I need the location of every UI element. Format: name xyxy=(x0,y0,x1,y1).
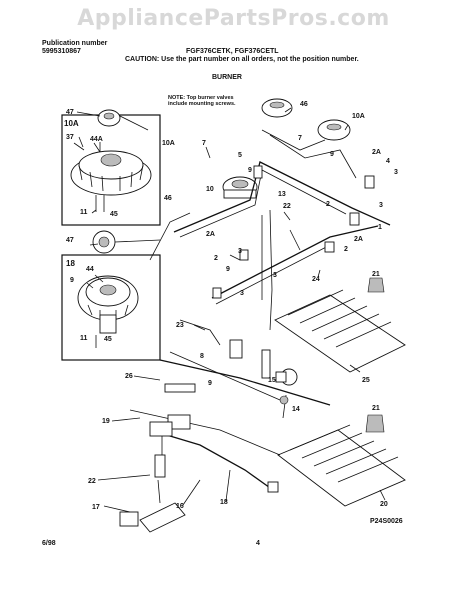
callout-46a: 46 xyxy=(164,195,172,202)
callout-24: 24 xyxy=(312,276,320,283)
callout-3d: 3 xyxy=(394,169,398,176)
callout-15: 15 xyxy=(268,377,276,384)
callout-37: 37 xyxy=(66,134,74,141)
callout-21b: 21 xyxy=(372,405,380,412)
callout-2a-c: 2A xyxy=(354,236,363,243)
model-numbers: FGF376CETK, FGF376CETL xyxy=(186,48,279,55)
thermostat-valve xyxy=(261,349,298,419)
callout-3c: 3 xyxy=(273,272,277,279)
callout-2a-a: 2A xyxy=(206,231,215,238)
diagram-code: P24S0026 xyxy=(370,518,403,525)
top-burner-left xyxy=(222,176,258,199)
grate-upper xyxy=(274,277,406,373)
footer-page: 4 xyxy=(256,540,260,547)
callout-1: 1 xyxy=(378,224,382,231)
callout-2a-b: 2A xyxy=(372,149,381,156)
grate-lower xyxy=(277,414,406,507)
callout-47a: 47 xyxy=(66,109,74,116)
callout-19: 19 xyxy=(102,418,110,425)
callout-44a: 44A xyxy=(90,136,103,143)
callout-21a: 21 xyxy=(372,271,380,278)
callout-45a: 45 xyxy=(110,211,118,218)
callout-9d: 9 xyxy=(330,151,334,158)
callout-22a: 22 xyxy=(283,203,291,210)
callout-9e: 9 xyxy=(208,380,212,387)
note-line-1: NOTE: Top burner valves xyxy=(168,95,234,101)
watermark: AppliancePartsPros.com xyxy=(77,6,390,31)
top-burner-valves xyxy=(212,165,375,299)
callout-23: 23 xyxy=(176,322,184,329)
callout-3e: 3 xyxy=(379,202,383,209)
caution-text: CAUTION: Use the part number on all orde… xyxy=(125,56,359,63)
burner-tubes xyxy=(149,129,357,331)
callout-46b: 46 xyxy=(300,101,308,108)
callout-10: 10 xyxy=(206,186,214,193)
callout-44: 44 xyxy=(86,266,94,273)
callout-2-a: 2 xyxy=(214,255,218,262)
callout-20: 20 xyxy=(380,501,388,508)
callout-10a-right: 10A xyxy=(352,113,365,120)
callout-14: 14 xyxy=(292,406,300,413)
callout-7b: 7 xyxy=(298,135,302,142)
inset-10a xyxy=(61,109,161,226)
callout-8: 8 xyxy=(200,353,204,360)
regulator-assembly xyxy=(119,421,186,533)
section-title: BURNER xyxy=(212,74,242,81)
callout-10a-inset: 10A xyxy=(64,119,79,128)
callout-13: 13 xyxy=(278,191,286,198)
callout-47b: 47 xyxy=(66,237,74,244)
callout-17: 17 xyxy=(92,504,100,511)
callout-9a: 9 xyxy=(70,277,74,284)
callout-18-inset: 18 xyxy=(66,259,75,268)
inset-18 xyxy=(61,230,161,361)
callout-45b: 45 xyxy=(104,336,112,343)
publication-number: 5995310867 xyxy=(42,48,81,55)
callout-2-c: 2 xyxy=(344,246,348,253)
callout-22b: 22 xyxy=(88,478,96,485)
callout-2-b: 2 xyxy=(326,201,330,208)
top-burner-right-rear xyxy=(261,98,293,118)
callout-labels: 47 10A 37 44A 11 45 47 18 44 9 11 45 10A… xyxy=(64,101,398,511)
callout-10a-mid: 10A xyxy=(162,140,175,147)
callout-5: 5 xyxy=(238,152,242,159)
callout-26: 26 xyxy=(125,373,133,380)
callout-4: 4 xyxy=(386,158,390,165)
callout-9b: 9 xyxy=(248,167,252,174)
publication-label: Publication number xyxy=(42,40,108,47)
callout-16: 16 xyxy=(176,503,184,510)
callout-18: 18 xyxy=(220,499,228,506)
oven-burner-assembly xyxy=(129,319,331,493)
callout-3b: 3 xyxy=(240,290,244,297)
leader-lines xyxy=(76,107,386,513)
callout-25: 25 xyxy=(362,377,370,384)
note-line-2: include mounting screws. xyxy=(168,101,236,107)
callout-3a: 3 xyxy=(238,248,242,255)
callout-11b: 11 xyxy=(80,335,88,342)
top-burner-right-front xyxy=(317,119,351,141)
footer-date: 6/98 xyxy=(42,540,56,547)
callout-11a: 11 xyxy=(80,209,88,216)
manifold-pipe xyxy=(173,161,391,305)
callout-7: 7 xyxy=(202,140,206,147)
callout-9c: 9 xyxy=(226,266,230,273)
